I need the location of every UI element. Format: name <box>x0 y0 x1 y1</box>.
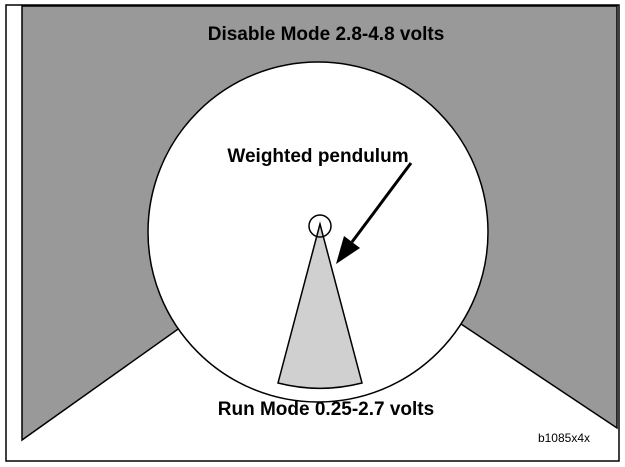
disable-mode-label: Disable Mode 2.8-4.8 volts <box>208 24 445 45</box>
weighted-pendulum-label: Weighted pendulum <box>227 146 408 167</box>
run-mode-label: Run Mode 0.25-2.7 volts <box>218 399 434 420</box>
figure-reference-code: b1085x4x <box>538 431 590 445</box>
pendulum-pivot <box>308 214 332 238</box>
pointer-arrow-head <box>336 236 360 264</box>
weighted-pendulum <box>277 221 363 390</box>
pointer-arrow-shaft <box>350 162 413 243</box>
